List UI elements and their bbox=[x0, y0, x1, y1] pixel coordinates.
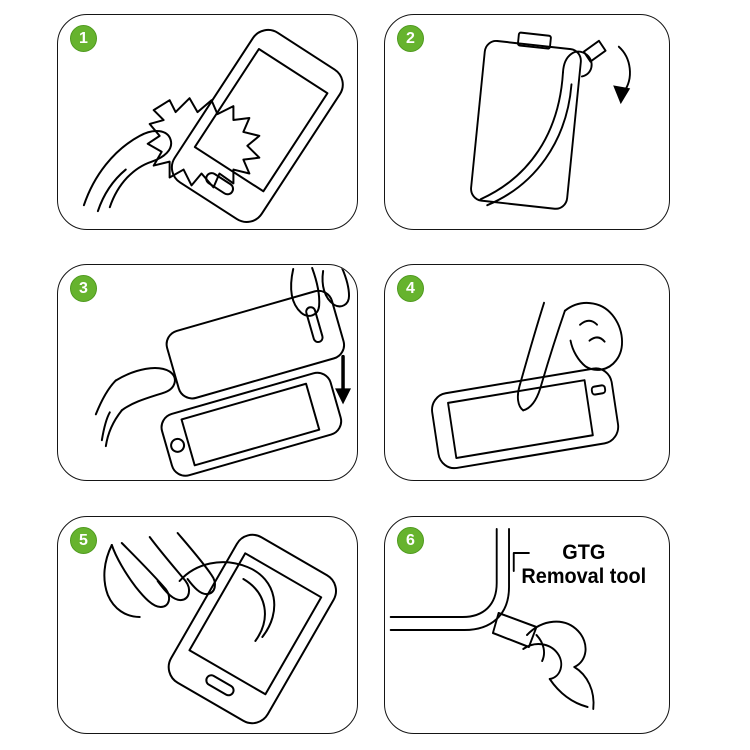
removal-tool-label: Removal tool bbox=[521, 565, 646, 589]
step-number-badge: 3 bbox=[70, 275, 97, 302]
step-panel-3: 3 bbox=[57, 264, 358, 481]
glass-protector bbox=[165, 289, 346, 400]
peeling-hand bbox=[103, 532, 216, 618]
phone-outline bbox=[170, 28, 344, 223]
step-number-badge: 4 bbox=[397, 275, 424, 302]
wiping-hand bbox=[82, 130, 173, 213]
press-screen-center-illustration bbox=[431, 301, 623, 470]
step-number: 6 bbox=[406, 531, 415, 549]
left-hand bbox=[94, 367, 176, 448]
step-number: 3 bbox=[79, 279, 88, 297]
step-panel-6: 6 GTG Removal tool bbox=[384, 516, 670, 734]
step-number-badge: 1 bbox=[70, 25, 97, 52]
film-flap bbox=[178, 561, 276, 642]
step-number-badge: 5 bbox=[70, 527, 97, 554]
peel-backing-film-illustration bbox=[470, 31, 631, 210]
cleaning-cloth bbox=[146, 97, 261, 189]
protector-sheet bbox=[470, 31, 582, 210]
gtg-label: GTG bbox=[562, 541, 605, 565]
step-panel-4: 4 bbox=[384, 264, 670, 481]
wipe-screen-illustration bbox=[82, 28, 344, 223]
smooth-peel-film-off-illustration bbox=[103, 532, 337, 725]
label-leader-line bbox=[512, 552, 530, 572]
step-panel-5: 5 bbox=[57, 516, 358, 734]
peel-direction-arrow-icon bbox=[613, 45, 631, 105]
pressing-hand bbox=[516, 301, 623, 412]
right-hand bbox=[290, 266, 351, 317]
removal-tool-illustration: GTG Removal tool bbox=[389, 528, 646, 710]
step-number-badge: 6 bbox=[397, 527, 424, 554]
peeling-film bbox=[479, 39, 607, 207]
step-panel-1: 1 bbox=[57, 14, 358, 230]
place-down-arrow-icon bbox=[335, 354, 352, 405]
removal-tool bbox=[491, 612, 538, 648]
phone-outline bbox=[167, 533, 337, 725]
step-number: 4 bbox=[406, 279, 415, 297]
align-glass-over-phone-illustration bbox=[94, 266, 352, 477]
holding-fingers bbox=[522, 620, 595, 710]
step-panel-2: 2 bbox=[384, 14, 670, 230]
phone-outline bbox=[160, 371, 343, 477]
step-number: 2 bbox=[406, 29, 415, 47]
step-number: 5 bbox=[79, 531, 88, 549]
step-number-badge: 2 bbox=[397, 25, 424, 52]
step-number: 1 bbox=[79, 29, 88, 47]
phone-outline bbox=[431, 367, 620, 470]
